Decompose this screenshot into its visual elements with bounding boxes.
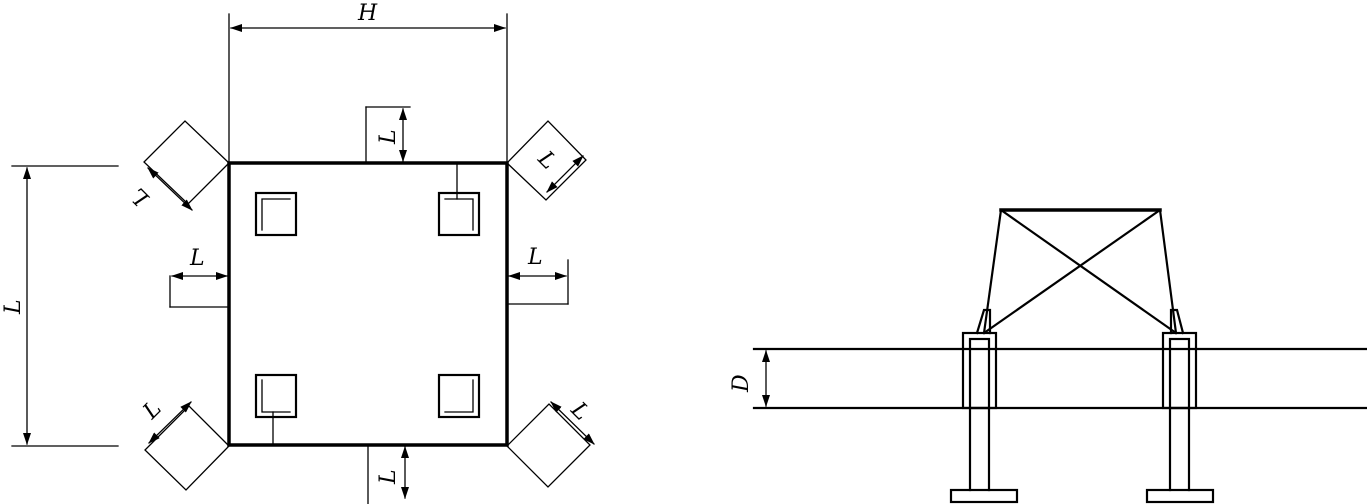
- base-outline: [227, 161, 509, 447]
- elevation-view: D: [729, 208, 1367, 504]
- clearance-top-left: L: [126, 120, 230, 211]
- machine-frame: [975, 208, 1185, 335]
- plan-view: H L L L L: [1, 1, 595, 504]
- anchor-bolt-top-left: [254, 191, 298, 237]
- clearance-top-label: L: [376, 129, 401, 145]
- height-dimension: L: [1, 165, 119, 447]
- clearance-top: L: [365, 106, 411, 164]
- depth-dimension: D: [729, 350, 770, 407]
- clearance-left: L: [169, 246, 230, 308]
- anchor-bolt-bottom-right: [437, 373, 481, 419]
- clearance-top-right-label: L: [532, 146, 561, 175]
- height-label: L: [1, 299, 26, 315]
- clearance-top-right: L: [506, 120, 587, 201]
- clearance-bottom: L: [367, 444, 409, 504]
- clearance-bottom-left: L: [138, 396, 230, 491]
- clearance-bottom-right-label: L: [565, 397, 594, 426]
- support-leg-left: [949, 331, 1019, 504]
- clearance-top-left-label: L: [126, 182, 155, 211]
- support-leg-right: [1145, 331, 1215, 504]
- width-dimension: H: [228, 1, 508, 164]
- clearance-right: L: [506, 245, 569, 305]
- anchor-bolt-top-right: [437, 164, 481, 237]
- clearance-right-label: L: [527, 245, 543, 270]
- width-label: H: [357, 1, 378, 26]
- anchor-bolt-bottom-left: [254, 373, 298, 444]
- depth-label: D: [729, 374, 754, 393]
- clearance-bottom-right: L: [506, 397, 595, 488]
- clearance-bottom-left-label: L: [138, 396, 167, 425]
- clearance-left-label: L: [189, 246, 205, 271]
- clearance-bottom-label: L: [376, 469, 401, 485]
